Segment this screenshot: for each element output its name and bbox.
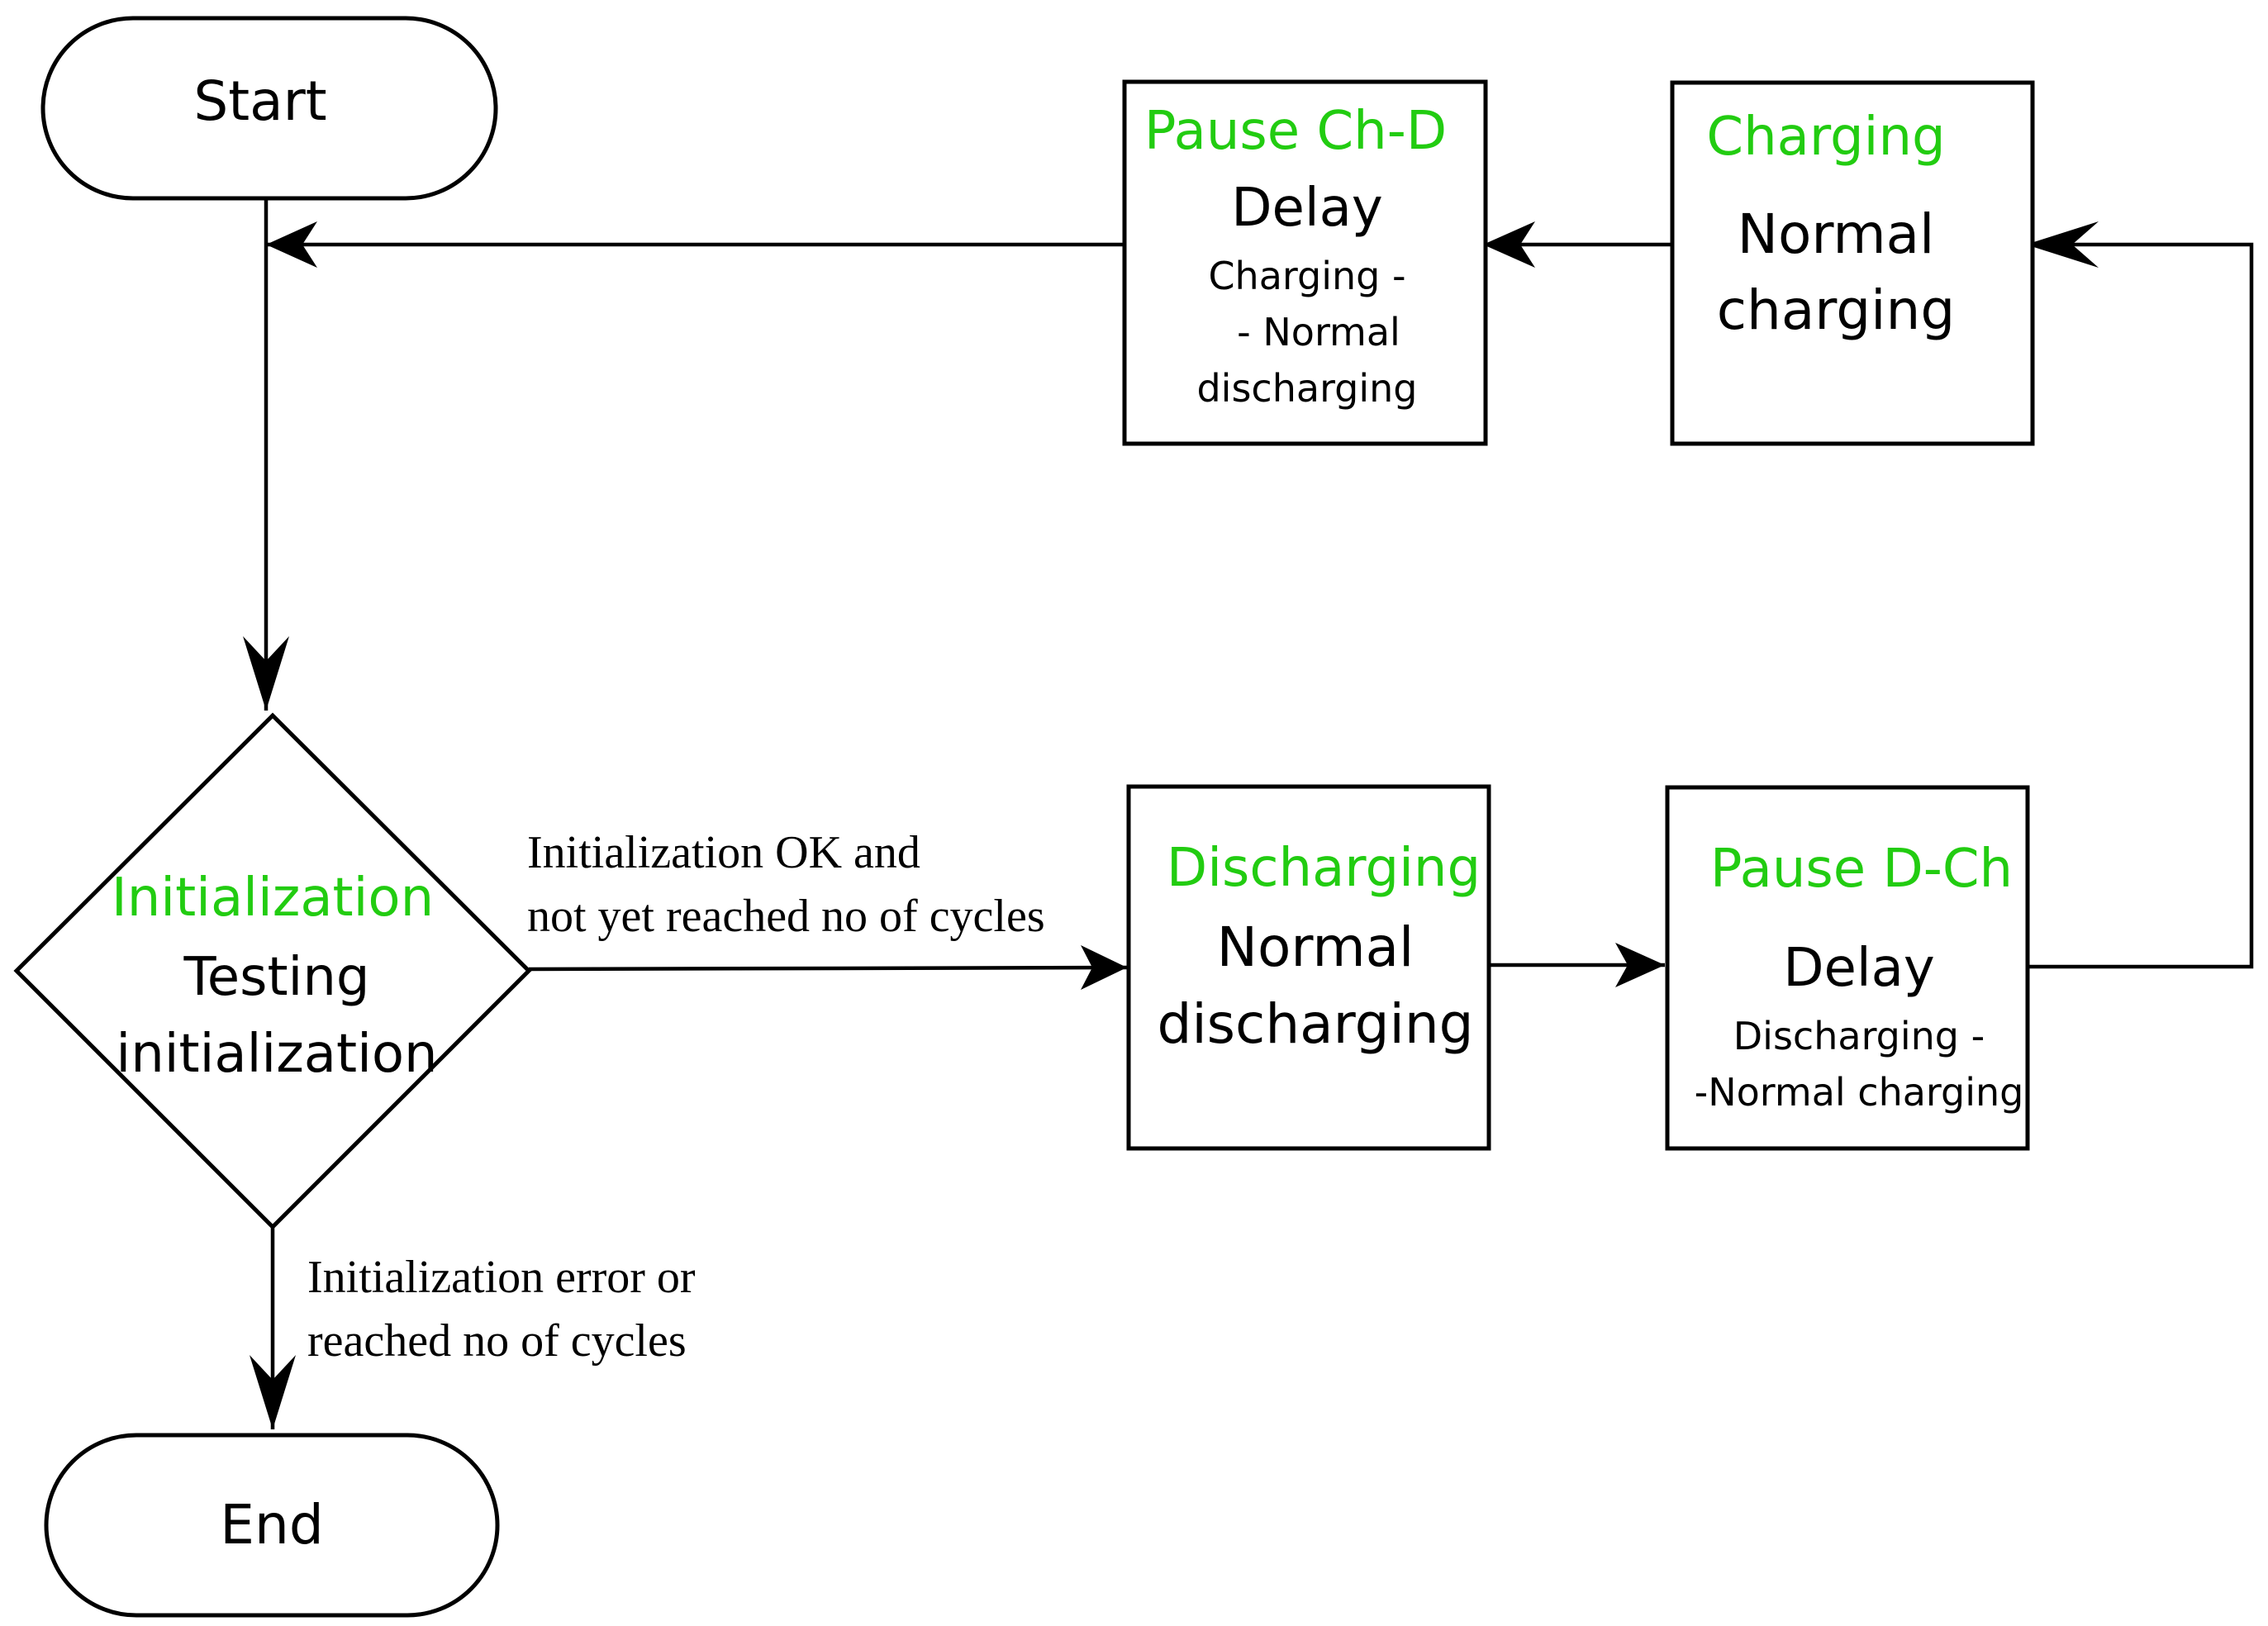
pause-ch-d-title: Pause Ch-D: [1144, 101, 1447, 162]
arrowhead-into-pause-ch-d: [1483, 221, 1535, 268]
error-edge-label: Initialization error or reached no of cy…: [307, 1252, 696, 1367]
error-label-line1: Initialization error or: [307, 1252, 696, 1303]
arrowhead-into-end: [250, 1355, 296, 1429]
initialization-title: Initialization: [112, 868, 434, 929]
arrowhead-into-pause-d-ch: [1615, 943, 1665, 987]
discharging-line2: discharging: [1157, 992, 1473, 1056]
pause-d-ch-line2: Discharging -: [1733, 1014, 1985, 1058]
pause-ch-d-box: Pause Ch-D Delay Charging - - Normal dis…: [1122, 79, 1488, 446]
discharging-line1: Normal: [1217, 915, 1415, 979]
arrowhead-into-initialization: [243, 636, 289, 711]
ok-edge-label: Initialization OK and not yet reached no…: [527, 827, 1045, 942]
arrowhead-into-discharging: [1081, 945, 1127, 990]
end-label: End: [220, 1493, 323, 1557]
initialization-decision: Initialization Testing initialization: [13, 712, 532, 1230]
discharging-box: Discharging Normal discharging: [1126, 784, 1491, 1151]
pause-ch-d-line2: Charging -: [1208, 254, 1405, 298]
ok-label-line2: not yet reached no of cycles: [527, 891, 1045, 942]
arrowhead-into-start-line: [266, 221, 317, 268]
pause-d-ch-line1: Delay: [1783, 938, 1935, 999]
edge-pause-d-ch-to-charging: [2026, 242, 2254, 969]
initialization-line2: initialization: [116, 1024, 437, 1085]
pause-d-ch-title: Pause D-Ch: [1710, 839, 2013, 900]
charging-title: Charging: [1706, 107, 1945, 168]
discharging-title: Discharging: [1167, 838, 1481, 899]
pause-d-ch-box: Pause D-Ch Delay Discharging - -Normal c…: [1665, 785, 2030, 1151]
charging-box: Charging Normal charging: [1670, 80, 2035, 446]
pause-d-ch-line3: -Normal charging: [1695, 1070, 2024, 1115]
pause-ch-d-line1: Delay: [1231, 178, 1383, 239]
start-node: Start: [40, 16, 498, 201]
arrowhead-into-charging: [2026, 221, 2099, 268]
charging-line2: charging: [1717, 278, 1956, 342]
initialization-line1: Testing: [183, 947, 370, 1008]
charging-line1: Normal: [1738, 202, 1935, 266]
pause-ch-d-line4: discharging: [1196, 366, 1417, 411]
error-label-line2: reached no of cycles: [307, 1315, 687, 1367]
ok-label-line1: Initialization OK and: [527, 827, 920, 878]
edge-initialization-to-discharging: [528, 965, 1128, 972]
start-label: Start: [193, 69, 326, 133]
end-node: End: [44, 1433, 500, 1618]
pause-ch-d-line3: - Normal: [1237, 310, 1400, 354]
